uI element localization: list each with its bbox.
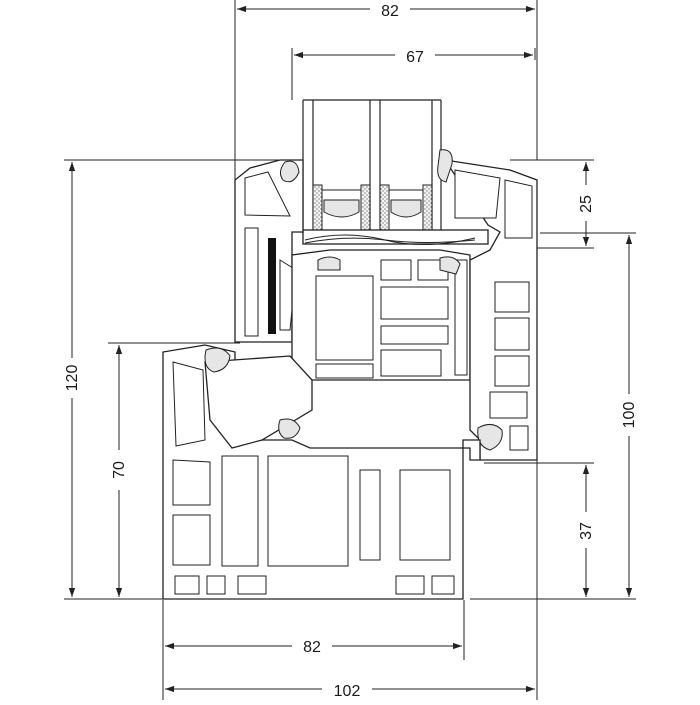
dimension-bottom-inner: 82 <box>162 600 465 660</box>
dim-label-37: 37 <box>578 522 595 540</box>
dim-label-102: 102 <box>334 683 361 700</box>
gasket-outer-top <box>279 160 300 183</box>
sash-body <box>291 249 492 381</box>
dimension-top-outer: 82 <box>234 0 538 180</box>
glazing-unit <box>302 99 489 245</box>
dimension-right-outer: 100 <box>470 232 640 600</box>
gasket-glass-room <box>437 149 453 183</box>
gasket-lower-inner <box>278 418 301 439</box>
dim-label-82-top: 82 <box>381 3 399 20</box>
dimension-left-outer: 120 <box>60 159 300 600</box>
dimension-right-inner: 37 <box>484 462 597 597</box>
dimension-left-inner: 70 <box>107 342 240 597</box>
dim-label-67: 67 <box>406 49 424 66</box>
gasket-lower-outer <box>204 347 231 373</box>
dim-label-25: 25 <box>578 195 595 213</box>
dim-label-82-bottom: 82 <box>303 639 321 656</box>
frame-right-section <box>437 149 538 461</box>
dim-label-100: 100 <box>621 402 638 429</box>
dim-label-70: 70 <box>111 461 128 479</box>
frame-lower-section <box>162 344 481 600</box>
dim-label-120: 120 <box>64 365 81 392</box>
dimension-right-glass: 25 <box>510 159 597 249</box>
sash-outer-frame <box>234 159 304 343</box>
steel-reinforcement-upper <box>268 238 276 334</box>
dimension-top-inner: 67 <box>291 45 536 100</box>
dimension-bottom-outer: 102 <box>162 460 538 700</box>
